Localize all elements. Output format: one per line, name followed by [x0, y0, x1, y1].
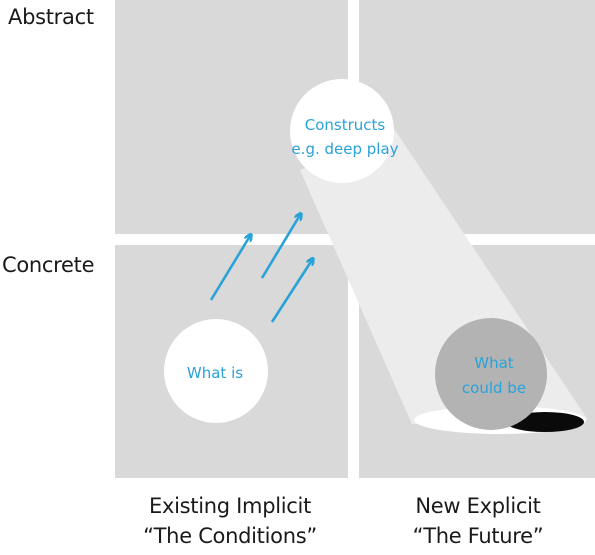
constructs-label-line1: Constructs	[305, 116, 386, 134]
constructs-circle	[290, 79, 394, 183]
what-is-circle	[164, 319, 268, 423]
what-is-label: What is	[187, 364, 243, 382]
column-label-left: Existing Implicit “The Conditions”	[110, 491, 350, 551]
column-label-right-line1: New Explicit	[415, 494, 541, 518]
what-could-be-circle	[435, 318, 547, 430]
arrow-1	[209, 236, 250, 301]
what-could-be-label-line1: What	[474, 354, 514, 372]
arrow-2	[260, 215, 300, 279]
row-label-abstract: Abstract	[8, 5, 94, 29]
column-label-right-line2: “The Future”	[412, 524, 544, 548]
column-label-left-line1: Existing Implicit	[148, 494, 312, 518]
column-label-right: New Explicit “The Future”	[358, 491, 595, 551]
row-label-concrete: Concrete	[2, 253, 95, 277]
arrow-3	[270, 260, 312, 323]
column-label-left-line2: “The Conditions”	[143, 524, 317, 548]
constructs-label-line2: e.g. deep play	[291, 140, 398, 158]
what-could-be-label-line2: could be	[462, 379, 526, 397]
